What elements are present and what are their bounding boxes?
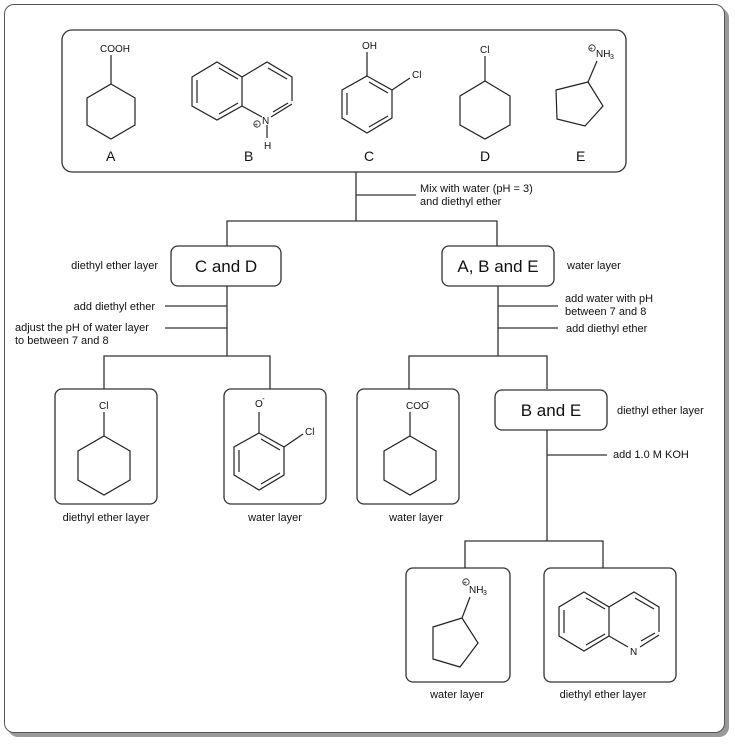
a-b-and-e-layer: water layer xyxy=(566,260,621,272)
split-connector-left xyxy=(103,355,271,389)
ammonium-substituent: NH xyxy=(469,585,483,596)
quinoline-nitrogen: N xyxy=(630,647,637,658)
compound-b-hydrogen: H xyxy=(264,141,271,152)
b-and-e-layer: diethyl ether layer xyxy=(617,405,704,417)
compound-c-label: C xyxy=(364,148,374,164)
compound-e-structure: + NH 3 xyxy=(555,44,614,127)
left-step-a: add diethyl ether xyxy=(74,301,156,313)
c-and-d-label: C and D xyxy=(195,257,257,276)
product-carboxylate-box xyxy=(356,388,460,505)
compound-a-label: A xyxy=(106,148,116,164)
compound-e-charge: + xyxy=(589,46,593,53)
compound-a-structure: COOH xyxy=(86,44,136,140)
compound-e-label: E xyxy=(576,148,585,164)
b-and-e-label: B and E xyxy=(521,401,582,420)
compound-c-substituent2: Cl xyxy=(412,70,421,81)
compound-b-nitrogen: N xyxy=(262,116,269,127)
chlorophenoxide-substituent2: Cl xyxy=(305,427,314,438)
carboxylate-charge: - xyxy=(427,397,430,406)
starting-mixture-box xyxy=(61,29,627,173)
compound-c-structure: OH Cl xyxy=(341,41,421,134)
product-quinoline-layer: diethyl ether layer xyxy=(560,689,647,701)
split-connector-1 xyxy=(226,220,498,246)
compound-d-label: D xyxy=(480,148,490,164)
ammonium-subscript: 3 xyxy=(483,590,487,597)
compound-e-substituent: NH xyxy=(596,49,610,60)
product-chlorocyclohexane-box xyxy=(54,388,158,505)
split-connector-right xyxy=(408,355,548,389)
compound-e-subscript: 3 xyxy=(610,54,614,61)
compound-b-structure: N + H xyxy=(191,61,293,152)
b-and-e-box xyxy=(494,389,608,431)
step1-line2: and diethyl ether xyxy=(420,196,502,208)
c-and-d-layer: diethyl ether layer xyxy=(71,260,158,272)
product-carboxylate-structure: COO - xyxy=(383,397,437,496)
product-ammonium-layer: water layer xyxy=(429,689,484,701)
left-step-b-line1: adjust the pH of water layer xyxy=(15,322,149,334)
compound-d-structure: Cl xyxy=(459,45,511,140)
compound-c-substituent: OH xyxy=(362,41,377,52)
chlorocyclohexane-substituent: Cl xyxy=(99,401,108,412)
koh-step: add 1.0 M KOH xyxy=(613,449,689,461)
right-step-b: add diethyl ether xyxy=(566,323,648,335)
step1-line1: Mix with water (pH = 3) xyxy=(420,183,533,195)
chlorophenoxide-charge: - xyxy=(262,394,265,403)
right-step-a-line1: add water with pH xyxy=(565,293,653,305)
chlorophenoxide-oxygen: O xyxy=(255,399,263,410)
product-quinoline-structure: N xyxy=(558,591,660,658)
compound-a-substituent: COOH xyxy=(100,44,130,55)
product-chlorocyclohexane-layer: diethyl ether layer xyxy=(63,512,150,524)
product-ammonium-box xyxy=(405,567,511,683)
product-chlorophenoxide-structure: O - Cl xyxy=(233,394,314,491)
product-chlorophenoxide-layer: water layer xyxy=(247,512,302,524)
c-and-d-box xyxy=(170,245,282,287)
product-chlorocyclohexane-structure: Cl xyxy=(77,401,131,496)
compound-d-substituent: Cl xyxy=(480,45,489,56)
a-b-and-e-label: A, B and E xyxy=(457,257,538,276)
carboxylate-substituent: COO xyxy=(406,401,429,412)
right-step-a-line2: between 7 and 8 xyxy=(565,306,646,318)
product-ammonium-structure: + NH 3 xyxy=(432,578,487,668)
split-connector-b-and-e xyxy=(464,540,604,568)
compound-b-label: B xyxy=(244,148,253,164)
ammonium-charge: + xyxy=(463,580,467,587)
compound-b-charge: + xyxy=(254,122,258,129)
product-carboxylate-layer: water layer xyxy=(388,512,443,524)
left-step-b-line2: to between 7 and 8 xyxy=(15,335,109,347)
